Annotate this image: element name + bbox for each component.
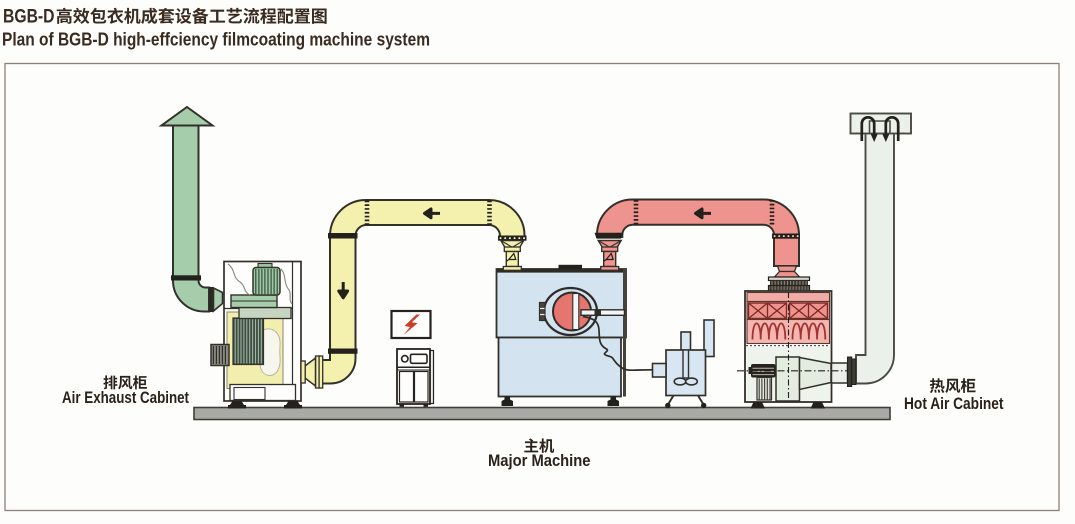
svg-text:Major Machine: Major Machine	[488, 451, 591, 470]
svg-text:Air Exhaust Cabinet: Air Exhaust Cabinet	[62, 388, 189, 407]
svg-text:BGB-D: BGB-D	[3, 5, 55, 27]
svg-text:Plan of BGB-D high-effciency f: Plan of BGB-D high-effciency filmcoating…	[2, 28, 430, 49]
svg-text:Hot Air Cabinet: Hot Air Cabinet	[904, 394, 1004, 413]
